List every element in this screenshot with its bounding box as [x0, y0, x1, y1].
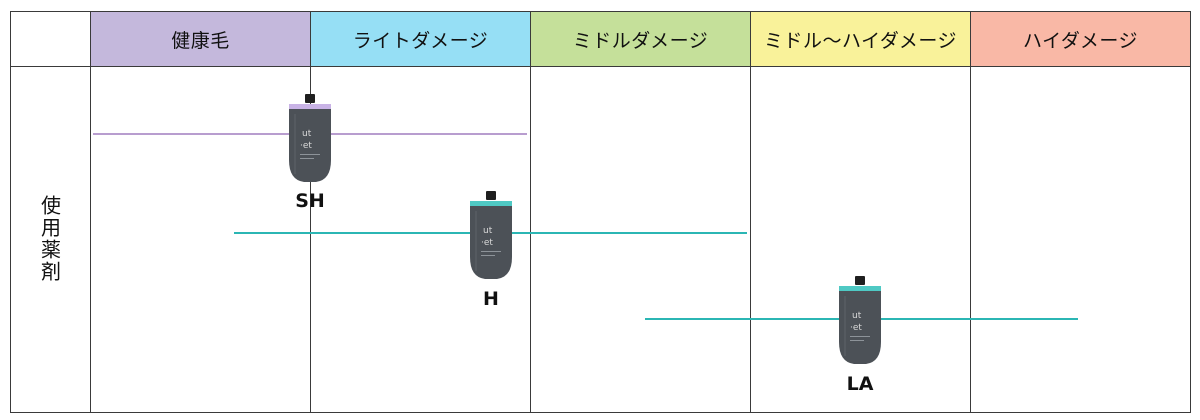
grid-col-5 [970, 11, 971, 413]
row-label: 使用薬剤 [10, 66, 90, 412]
product-pouch-h: ut ·et [465, 191, 517, 289]
grid-col-4 [750, 11, 751, 413]
header-healthy: 健康毛 [91, 12, 310, 66]
grid-col-2 [310, 11, 311, 413]
product-label-sh: SH [295, 190, 325, 212]
grid-right [1190, 11, 1191, 413]
grid-col-3 [530, 11, 531, 413]
header-high-damage: ハイダメージ [971, 12, 1190, 66]
svg-text:·et: ·et [850, 323, 862, 333]
header-light-damage: ライトダメージ [311, 12, 530, 66]
svg-text:·et: ·et [300, 141, 312, 151]
grid-col-1 [90, 11, 91, 413]
svg-text:·et: ·et [481, 238, 493, 248]
product-label-h: H [483, 288, 499, 310]
pouch-icon: ut ·et [470, 191, 512, 279]
grid-header-bottom [10, 66, 1191, 67]
header-middle-high-damage: ミドル〜ハイダメージ [751, 12, 970, 66]
grid-bottom [10, 412, 1191, 413]
product-pouch-la: ut ·et [834, 276, 886, 374]
pouch-icon: ut ·et [289, 94, 331, 182]
grid-left [10, 11, 11, 413]
svg-text:ut: ut [302, 129, 312, 139]
pouch-icon: ut ·et [839, 276, 881, 364]
grid-top [10, 11, 1191, 12]
product-pouch-sh: ut ·et [284, 94, 336, 192]
svg-text:ut: ut [483, 226, 493, 236]
header-middle-damage: ミドルダメージ [531, 12, 750, 66]
product-label-la: LA [846, 373, 874, 395]
svg-text:ut: ut [852, 311, 862, 321]
row-label-text: 使用薬剤 [37, 195, 62, 283]
